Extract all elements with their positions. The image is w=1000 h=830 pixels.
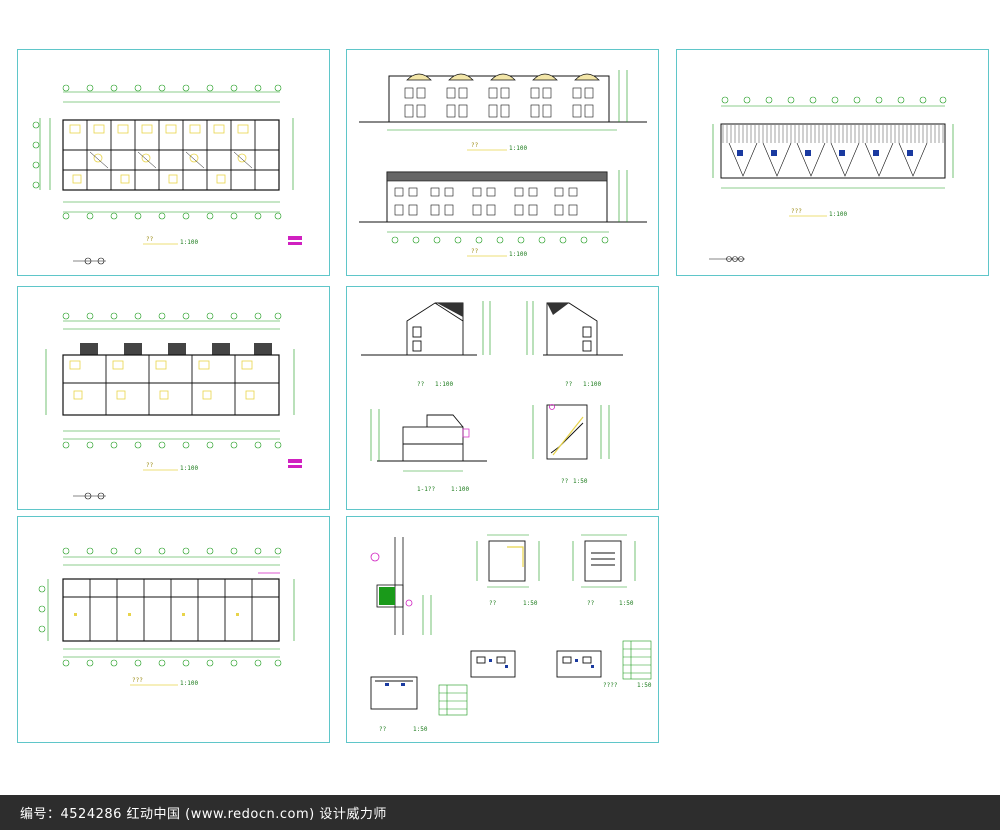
kitchen-plan (370, 676, 418, 710)
drawing-sheet-elevations[interactable]: ?? 1:100 (346, 49, 659, 276)
side-elevation-1-scale: 1:100 (435, 381, 453, 388)
wall-section-detail (376, 537, 404, 635)
detail-4-label: ???? (603, 682, 618, 689)
side-elevations-sections-drawing: ?? 1:100 ?? 1:100 1-1?? 1:100 (361, 301, 623, 493)
detail-1-scale: 1:50 (523, 600, 538, 607)
roof-plan-scale: 1:100 (829, 211, 847, 218)
roof-plan-drawing: ??? 1:100 (709, 96, 954, 262)
second-floor-plan-drawing: ?? 1:100 (45, 312, 302, 500)
kitchen-table (438, 684, 468, 716)
foundation-plan-label: ??? (132, 677, 143, 684)
unit-partitions (63, 120, 279, 190)
elevation-2-label: ?? (471, 248, 479, 255)
legend-swatch-2 (288, 242, 302, 245)
side-elevation-right (543, 302, 623, 356)
detail-plan-1 (488, 540, 526, 582)
details-drawing: ?? 1:50 ?? 1:50 ???? 1:50 (370, 534, 652, 733)
section-1-scale: 1:100 (451, 486, 469, 493)
axis-markers-top (32, 84, 282, 220)
side-elevation-2-label: ?? (565, 381, 573, 388)
fixtures-yellow (69, 124, 249, 184)
detail-plan-2 (584, 540, 622, 582)
stair-section-label: ?? (561, 478, 569, 485)
detail-2-label: ?? (587, 600, 595, 607)
elevation-2-scale: 1:100 (509, 251, 527, 258)
detail-3-scale: 1:50 (413, 726, 428, 733)
side-elevation-2-scale: 1:100 (583, 381, 601, 388)
drawing-sheet-first-floor-plan[interactable]: ?? 1:100 (17, 49, 330, 276)
door-schedule-table (622, 640, 652, 680)
elevations-drawing: ?? 1:100 (359, 70, 647, 258)
legend-swatch-1 (288, 236, 302, 240)
detail-1-label: ?? (489, 600, 497, 607)
detail-3-label: ?? (379, 726, 387, 733)
elevation-1-label: ?? (471, 142, 479, 149)
side-elevation-1-label: ?? (417, 381, 425, 388)
section-1-label: 1-1?? (417, 486, 435, 493)
sheet4-plan-label: ?? (146, 462, 154, 469)
elevation-1-scale: 1:100 (509, 145, 527, 152)
bathroom-plan-2 (556, 650, 602, 678)
drawing-sheet-foundation-plan[interactable]: ??? 1:100 (17, 516, 330, 743)
first-floor-plan-drawing: ?? 1:100 (32, 84, 302, 265)
section-1-1 (377, 414, 487, 462)
watermark-text: 编号：4524286 红动中国 (www.redocn.com) 设计威力师 (20, 807, 387, 822)
stair-section-scale: 1:50 (573, 478, 588, 485)
bathroom-plan-1 (470, 650, 516, 678)
sheet1-plan-label: ?? (146, 236, 154, 243)
roof-hatching (722, 125, 944, 143)
rear-elevation: ?? 1:100 (359, 170, 647, 258)
stair-section (546, 404, 588, 460)
drawing-sheet-second-floor-plan[interactable]: ?? 1:100 (17, 286, 330, 510)
detail-4-scale: 1:50 (637, 682, 652, 689)
north-marker (73, 257, 106, 265)
foundation-plan-scale: 1:100 (180, 680, 198, 687)
balcony-roofs (80, 343, 272, 355)
sheet1-scale: 1:100 (180, 239, 198, 246)
axis-markers-rear (391, 236, 609, 244)
foundation-plan-drawing: ??? 1:100 (38, 547, 295, 687)
elevation-windows (404, 87, 594, 118)
drawing-sheet-roof-plan[interactable]: ??? 1:100 (676, 49, 989, 276)
sheet4-scale: 1:100 (180, 465, 198, 472)
roof-gables (728, 142, 928, 177)
front-elevation: ?? 1:100 (359, 70, 647, 152)
drawing-sheet-side-elevations-sections[interactable]: ?? 1:100 ?? 1:100 1-1?? 1:100 (346, 286, 659, 510)
roof-dormer-windows (737, 150, 913, 156)
roof-plan-label: ??? (791, 208, 802, 215)
stair-hatches (89, 151, 253, 169)
footer-bar: 编号：4524286 红动中国 (www.redocn.com) 设计威力师 (0, 795, 1000, 830)
drawing-sheet-details[interactable]: ?? 1:50 ?? 1:50 ???? 1:50 (346, 516, 659, 743)
detail-2-scale: 1:50 (619, 600, 634, 607)
